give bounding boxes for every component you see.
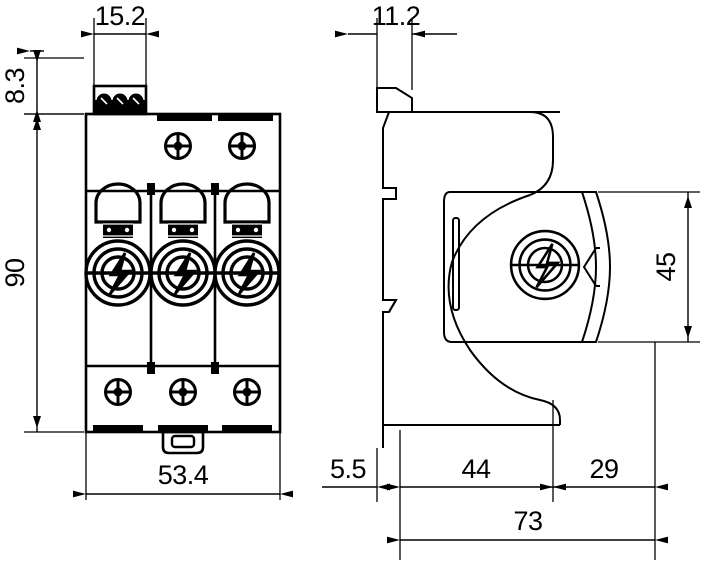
surge-arrester-icon [84, 239, 152, 307]
dim-label-8-3: 8.3 [0, 68, 30, 104]
dim-53-4: 53.4 [73, 432, 293, 500]
dim-label-15-2: 15.2 [95, 1, 146, 31]
dim-chain-depth: 5.5 44 29 [322, 342, 668, 560]
front-view [84, 84, 282, 455]
dim-label-53-4: 53.4 [158, 460, 209, 490]
side-view [376, 87, 612, 448]
front-din-latch [161, 430, 205, 455]
dim-label-5-5: 5.5 [330, 454, 366, 484]
dim-45: 45 [598, 191, 700, 343]
screw-icon [104, 378, 132, 406]
dim-15-2: 15.2 [81, 1, 159, 86]
dim-label-45: 45 [651, 252, 681, 281]
dim-label-11-2: 11.2 [372, 1, 421, 31]
dim-11-2: 11.2 [335, 1, 457, 90]
screw-icon [233, 378, 261, 406]
surge-arrester-icon [149, 239, 217, 307]
screw-icon [169, 378, 197, 406]
front-top-ribs [157, 114, 273, 121]
screw-icon [228, 132, 256, 160]
dim-label-44: 44 [461, 454, 491, 484]
front-bottom-ribs [93, 425, 272, 432]
side-module-body [443, 191, 612, 343]
dim-label-73: 73 [513, 506, 542, 536]
screw-icon [164, 132, 192, 160]
front-top-connector [92, 84, 148, 116]
dim-90: 90 [0, 113, 84, 433]
side-rail-top-tab [376, 87, 413, 113]
front-terminal-screws-bottom [104, 378, 261, 406]
dim-label-29: 29 [589, 454, 618, 484]
side-surge-symbol [509, 229, 581, 301]
dim-73: 73 [387, 506, 668, 544]
dim-label-90: 90 [0, 258, 30, 287]
surge-arrester-icon [213, 239, 281, 307]
